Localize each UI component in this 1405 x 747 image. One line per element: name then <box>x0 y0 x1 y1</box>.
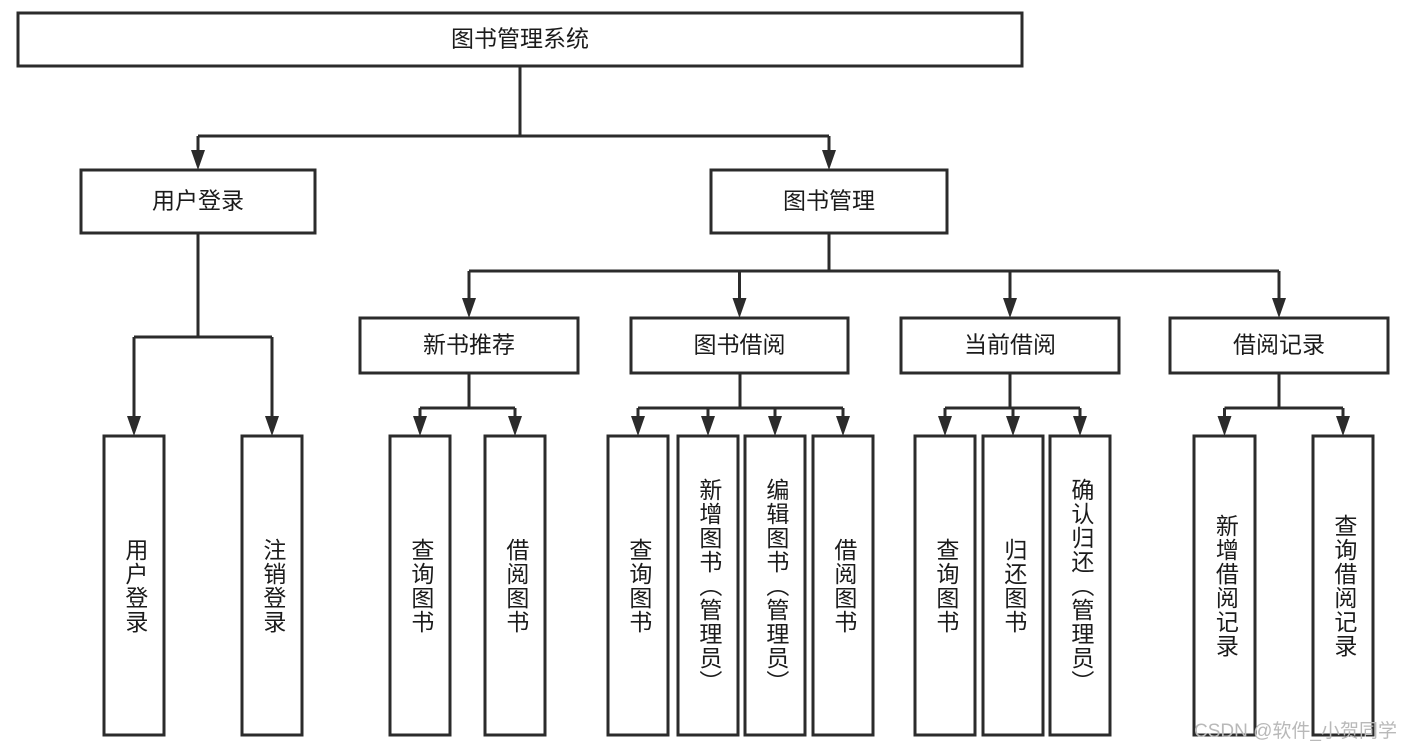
connector-arrowhead <box>1073 416 1087 436</box>
connector-arrowhead <box>1006 416 1020 436</box>
node-box-leaf-return-book[interactable] <box>981 434 1045 737</box>
connector-arrowhead <box>701 416 715 436</box>
node-box-leaf-edit-book[interactable] <box>743 434 807 737</box>
connector-arrowhead <box>127 416 141 436</box>
connector-arrowhead <box>822 150 836 170</box>
node-box-leaf-borrow-book-rec[interactable] <box>483 434 547 737</box>
connector-arrowhead <box>631 416 645 436</box>
node-box-leaf-borrow-book-bor[interactable] <box>811 434 875 737</box>
connector-arrowhead <box>265 416 279 436</box>
node-box-current-borrow[interactable] <box>899 316 1121 375</box>
connector-arrowhead <box>413 416 427 436</box>
connector-arrowhead <box>462 298 476 318</box>
node-box-root[interactable] <box>16 11 1024 68</box>
connector-arrowhead <box>191 150 205 170</box>
node-box-user-login[interactable] <box>79 168 317 235</box>
node-label-user-login: 用户登录 <box>152 188 244 214</box>
connector-arrowhead <box>508 416 522 436</box>
connector-arrowhead <box>732 298 747 318</box>
node-box-leaf-user-logout[interactable] <box>240 434 304 737</box>
node-label-book-borrow: 图书借阅 <box>694 332 786 358</box>
node-box-leaf-query-book-bor[interactable] <box>606 434 670 737</box>
node-box-leaf-query-book-cur[interactable] <box>913 434 977 737</box>
node-box-leaf-add-record[interactable] <box>1192 434 1257 737</box>
node-label-current-borrow: 当前借阅 <box>964 332 1056 358</box>
node-box-leaf-confirm-return[interactable] <box>1048 434 1112 737</box>
connector-arrowhead <box>1336 416 1350 436</box>
node-box-borrow-record[interactable] <box>1168 316 1390 375</box>
connector-arrowhead <box>938 416 952 436</box>
node-label-new-book-rec: 新书推荐 <box>423 332 515 358</box>
connector-arrowhead <box>1003 298 1017 318</box>
node-box-leaf-add-book[interactable] <box>676 434 740 737</box>
node-box-leaf-query-record[interactable] <box>1311 434 1375 737</box>
connector-arrowhead <box>1272 298 1286 318</box>
node-label-book-manage: 图书管理 <box>783 188 875 214</box>
connectors-layer <box>127 66 1350 436</box>
connector-arrowhead <box>836 416 850 436</box>
node-box-leaf-query-book-rec[interactable] <box>388 434 452 737</box>
node-box-book-manage[interactable] <box>709 168 949 235</box>
watermark-text: CSDN @软件_小贺同学 <box>1194 721 1397 742</box>
node-box-new-book-rec[interactable] <box>358 316 580 375</box>
node-label-borrow-record: 借阅记录 <box>1233 332 1325 358</box>
node-box-book-borrow[interactable] <box>629 316 850 375</box>
node-label-root: 图书管理系统 <box>451 26 589 52</box>
connector-arrowhead <box>1217 416 1232 436</box>
connector-arrowhead <box>768 416 782 436</box>
boxes-layer <box>16 11 1390 737</box>
node-box-leaf-user-login[interactable] <box>102 434 166 737</box>
